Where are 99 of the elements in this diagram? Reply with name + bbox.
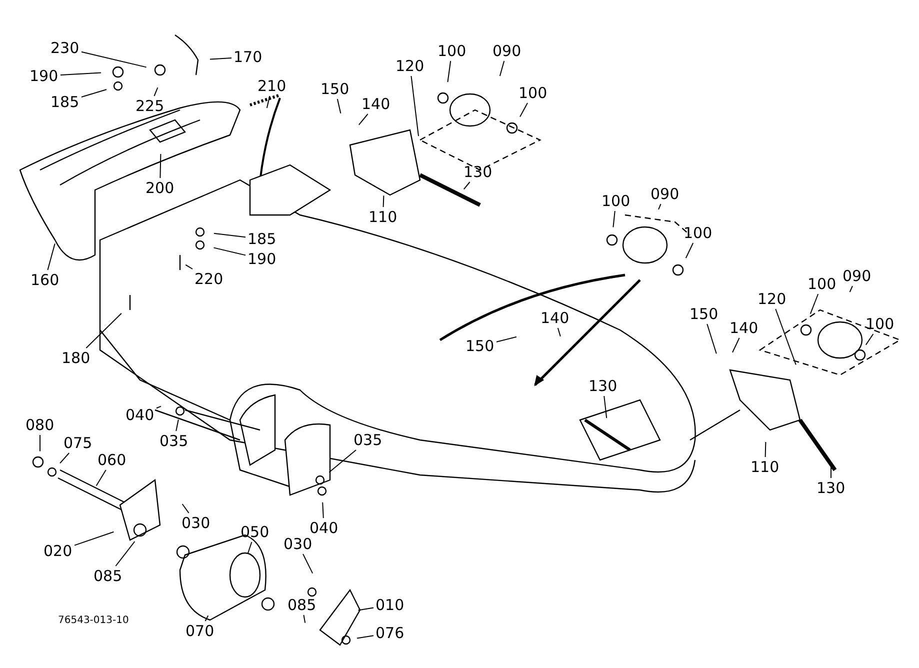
leader-line [356,635,374,639]
callout-number: 225 [136,98,164,114]
callout-number: 085 [288,597,316,613]
leader-line [96,470,106,486]
callout-number: 030 [284,536,312,552]
leader-line [86,312,122,348]
leader-line [266,96,270,108]
leader-line [47,243,56,270]
leader-line [81,51,147,68]
leader-line [303,614,306,624]
callout-number: 150 [466,338,494,354]
callout-number: 075 [64,435,92,451]
leader-line [115,541,136,566]
callout-number: 180 [62,350,90,366]
callout-number: 150 [690,306,718,322]
drawing-number: 76543-013-10 [58,615,129,626]
leader-line [74,531,114,546]
leader-line [302,554,314,574]
callout-number: 140 [362,96,390,112]
callout-number: 170 [234,49,262,65]
leader-line [410,76,419,137]
leader-line [204,615,209,622]
leader-line [775,308,796,366]
leader-line [210,58,232,60]
leader-line [81,89,107,98]
leader-line [176,419,179,432]
callout-number: 200 [146,180,174,196]
callout-number: 210 [258,78,286,94]
leader-line [658,204,662,210]
callout-number: 035 [160,433,188,449]
callout-number: 100 [808,276,836,292]
leader-line [382,195,384,208]
leader-line [328,450,356,473]
leader-line [213,232,246,238]
leader-line [185,264,193,270]
callout-number: 080 [26,417,54,433]
callout-number: 070 [186,623,214,639]
leader-line [810,294,819,314]
callout-number: 090 [492,43,522,59]
callout-number: 130 [464,164,492,180]
leader-line [154,87,158,96]
callout-number: 050 [240,524,270,540]
callout-number: 185 [50,94,80,110]
callout-number: 100 [602,193,630,209]
callout-number: 130 [588,378,618,394]
leader-line [706,324,717,354]
leader-line [520,102,528,118]
leader-line [499,60,505,76]
callout-number: 220 [194,271,224,287]
callout-number: 110 [368,209,398,225]
callout-number: 090 [650,186,680,202]
leader-line [160,154,162,178]
leader-line [156,406,162,409]
leader-line [60,72,102,76]
leader-line [336,98,342,114]
leader-line [182,504,190,514]
callout-number: 190 [248,251,276,267]
leader-line [247,542,252,554]
leader-line [865,334,874,346]
callout-number: 010 [376,597,404,613]
leader-line [849,286,853,292]
leader-line [764,442,766,458]
callout-number: 100 [866,316,894,332]
callout-number: 040 [126,407,154,423]
callout-number: 100 [518,85,548,101]
leader-line [604,396,608,419]
callout-number: 076 [376,625,404,641]
leader-line [463,182,470,190]
leader-line [358,114,368,126]
leader-line [358,607,374,611]
callout-number: 085 [94,568,122,584]
callout-number: 130 [816,480,846,496]
callout-number: 090 [842,268,872,284]
callout-number: 100 [438,43,466,59]
callout-number: 110 [750,459,780,475]
callout-number: 185 [248,231,276,247]
leader-line [322,502,324,518]
callout-number: 040 [310,520,338,536]
leader-line [60,452,70,464]
leader-line [557,328,561,337]
leader-line [213,247,246,256]
callout-number: 020 [44,543,72,559]
leader-line [496,336,517,342]
leader-line [685,242,694,258]
callout-number: 140 [730,320,758,336]
callout-number: 230 [50,40,80,56]
callout-number: 035 [354,432,382,448]
callout-number: 120 [758,291,786,307]
callout-number: 160 [30,272,60,288]
callout-number: 100 [684,225,712,241]
leader-line [612,210,616,228]
leader-line [732,338,740,353]
callout-number: 150 [320,81,350,97]
leader-line [447,60,452,83]
callout-number: 190 [30,68,58,84]
callout-number: 140 [540,310,570,326]
callout-number: 030 [182,515,210,531]
callout-number: 120 [396,58,424,74]
callout-number: 060 [98,452,126,468]
